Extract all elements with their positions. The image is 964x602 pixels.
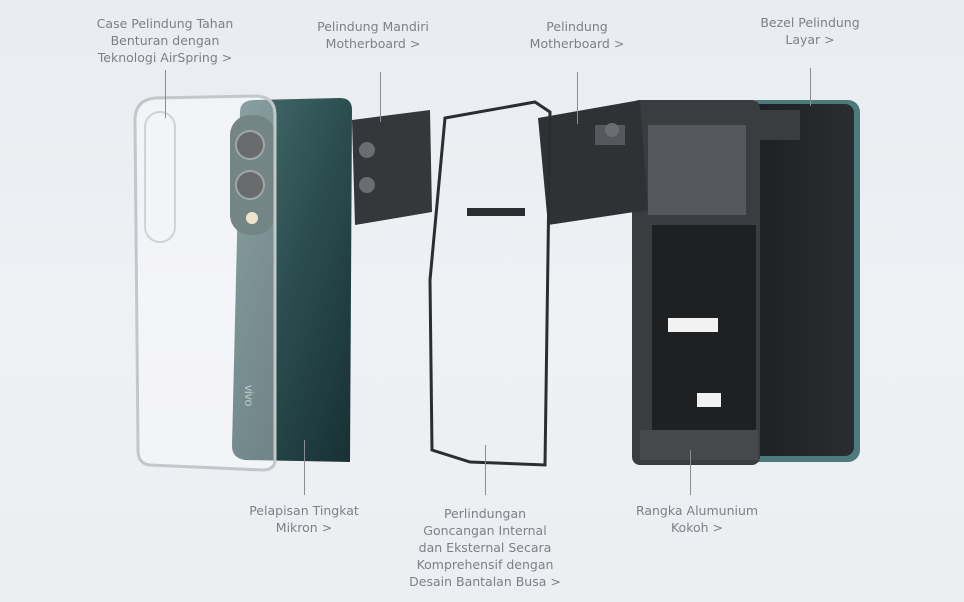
leader-line-case [165,70,166,118]
label-case[interactable]: Case Pelindung Tahan Benturan dengan Tek… [97,15,234,66]
label-line: Rangka Alumunium [635,503,759,518]
label-line: Pelapisan Tingkat [249,503,359,518]
leader-line-motherboard [577,72,578,124]
label-line: Bezel Pelindung [760,15,860,30]
transparent-case [133,94,277,472]
label-line: Layar > [785,32,835,47]
back-panel: vivo [230,98,352,462]
label-line: Perlindungan [443,506,527,521]
leader-line-frame [690,450,691,495]
label-line: Desain Bantalan Busa > [409,574,561,589]
label-coating[interactable]: Pelapisan Tingkat Mikron > [249,502,359,536]
label-motherboard[interactable]: Pelindung Motherboard > [530,18,625,52]
label-line: Komprehensif dengan [416,557,554,572]
display-panel [745,100,860,462]
independent-motherboard-shield [352,110,432,225]
leader-line-motherboard-shield [380,72,381,122]
label-motherboard-shield[interactable]: Pelindung Mandiri Motherboard > [317,18,429,52]
label-bezel[interactable]: Bezel Pelindung Layar > [760,14,859,48]
label-line: dan Eksternal Secara [418,540,552,555]
label-line: Goncangan Internal [423,523,547,538]
aluminium-frame [632,100,760,465]
label-frame[interactable]: Rangka Alumunium Kokoh > [636,502,758,536]
leader-line-coating [304,440,305,495]
label-line: Benturan dengan [110,33,220,48]
label-line: Motherboard > [325,36,421,51]
label-line: Motherboard > [529,36,625,51]
label-line: Case Pelindung Tahan [96,16,234,31]
leader-line-bezel [810,68,811,106]
foam-gasket [428,100,552,467]
motherboard-shield [538,100,648,225]
label-line: Pelindung Mandiri [317,19,429,34]
label-foam[interactable]: Perlindungan Goncangan Internal dan Ekst… [409,505,561,590]
label-line: Kokoh > [670,520,724,535]
label-line: Pelindung [546,19,608,34]
leader-line-foam [485,445,486,495]
vivo-logo: vivo [242,385,256,407]
label-line: Teknologi AirSpring > [97,50,233,65]
label-line: Mikron > [275,520,333,535]
